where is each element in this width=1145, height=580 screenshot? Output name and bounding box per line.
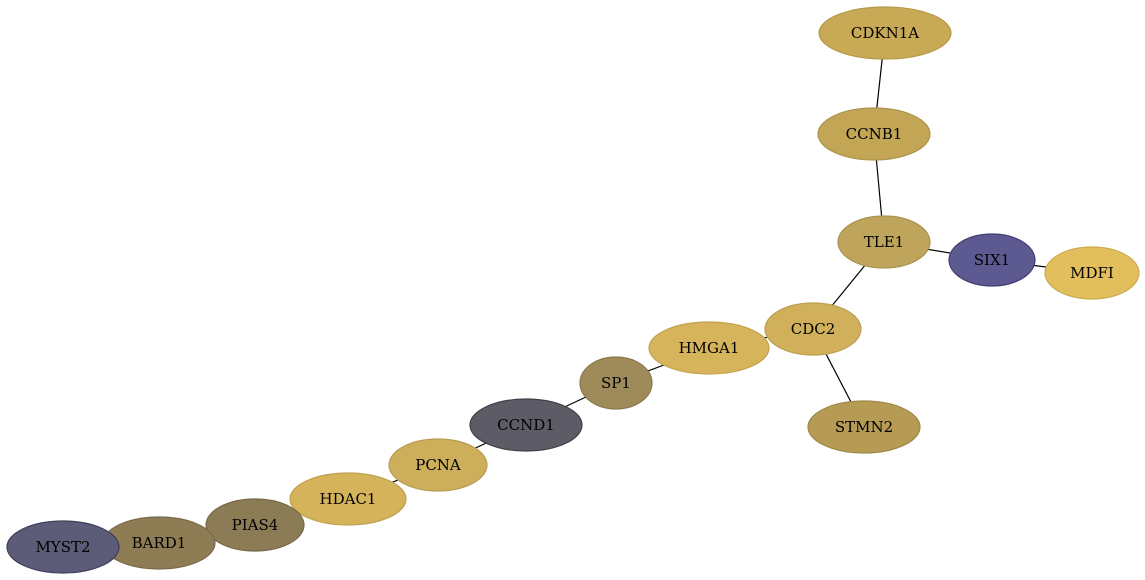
node-hmga1[interactable]: HMGA1 [648,321,770,375]
node-shape[interactable] [469,398,583,452]
node-shape[interactable] [6,520,120,574]
node-label: TLE1 [864,233,904,251]
node-shape[interactable] [648,321,770,375]
node-stmn2[interactable]: STMN2 [807,400,921,454]
node-label: PCNA [415,456,461,474]
node-label: MDFI [1070,264,1114,282]
node-shape[interactable] [579,356,653,410]
node-six1[interactable]: SIX1 [948,233,1036,287]
node-shape[interactable] [289,472,407,526]
node-mdfi[interactable]: MDFI [1044,246,1140,300]
node-label: BARD1 [132,534,187,552]
node-label: HDAC1 [320,490,377,508]
node-hdac1[interactable]: HDAC1 [289,472,407,526]
node-shape[interactable] [817,107,931,161]
node-label: SP1 [601,374,631,392]
node-cdkn1a[interactable]: CDKN1A [818,6,952,60]
node-label: PIAS4 [232,516,279,534]
node-shape[interactable] [948,233,1036,287]
node-shape[interactable] [205,498,305,552]
node-pcna[interactable]: PCNA [388,438,488,492]
node-ccnd1[interactable]: CCND1 [469,398,583,452]
node-ccnb1[interactable]: CCNB1 [817,107,931,161]
node-shape[interactable] [388,438,488,492]
node-shape[interactable] [837,215,931,269]
node-label: CDKN1A [851,24,919,42]
node-label: CDC2 [791,320,836,338]
node-shape[interactable] [764,302,862,356]
node-tle1[interactable]: TLE1 [837,215,931,269]
node-label: SIX1 [974,251,1010,269]
edges-layer [62,32,1093,548]
node-sp1[interactable]: SP1 [579,356,653,410]
node-label: CCND1 [497,416,555,434]
node-label: STMN2 [835,418,893,436]
node-shape[interactable] [818,6,952,60]
node-cdc2[interactable]: CDC2 [764,302,862,356]
node-myst2[interactable]: MYST2 [6,520,120,574]
node-shape[interactable] [807,400,921,454]
node-bard1[interactable]: BARD1 [102,516,216,570]
node-label: HMGA1 [679,339,740,357]
node-shape[interactable] [1044,246,1140,300]
node-label: MYST2 [35,538,90,556]
node-label: CCNB1 [846,125,903,143]
node-pias4[interactable]: PIAS4 [205,498,305,552]
